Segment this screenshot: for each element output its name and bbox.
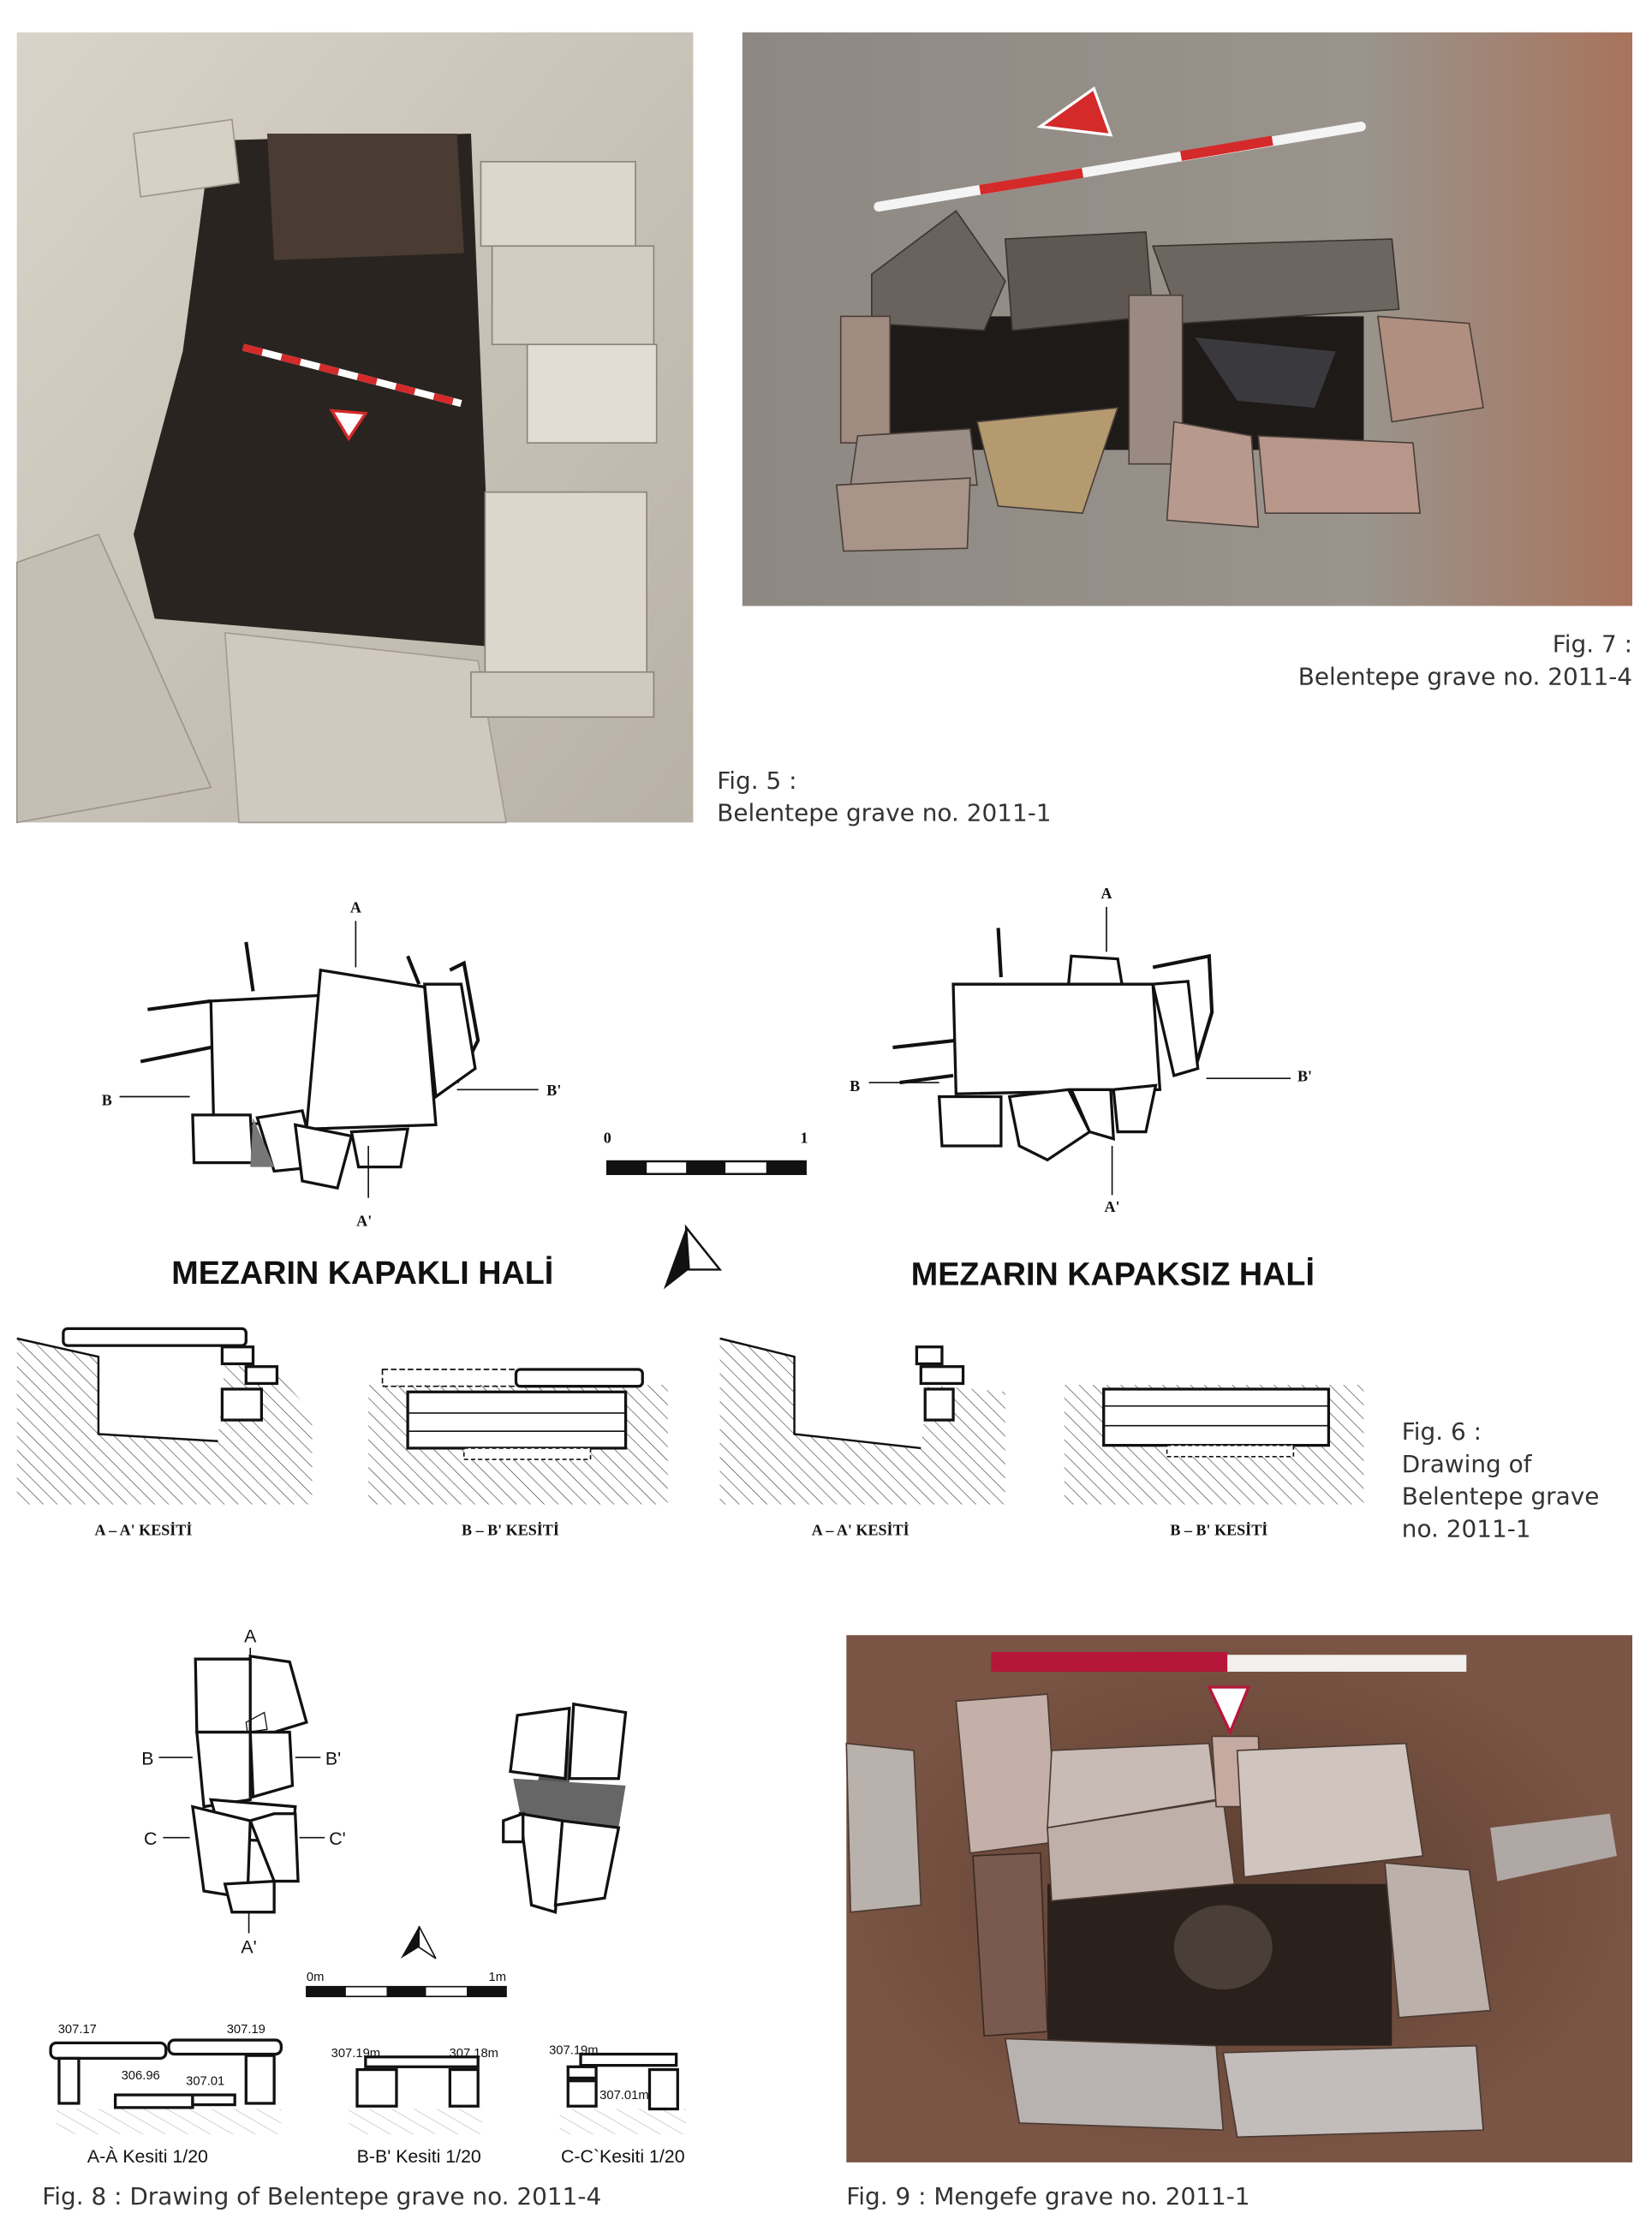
elevation-label: 307.19 [227, 2023, 265, 2037]
elevation-label: 307.01m [599, 2089, 648, 2103]
caption-line: Fig. 6 : [1402, 1417, 1482, 1446]
scale-bar [874, 122, 1366, 212]
plan-label-a-prime: A' [241, 1936, 256, 1957]
plan-label-c-prime: C' [329, 1828, 345, 1849]
plan-label-b-prime: B' [1297, 1067, 1312, 1084]
fig7-caption-text: Belentepe grave no. 2011-4 [1298, 662, 1632, 690]
fig6-sections: A – A' KESİTİ B – B' KESİTİ A – A' KESİT… [16, 1327, 1364, 1539]
fig9-photo [845, 1635, 1633, 2162]
scale-bar [242, 343, 462, 408]
caption-line: Belentepe grave [1402, 1482, 1600, 1511]
fig7-photo [742, 32, 1633, 606]
north-arrow-marker [1207, 1685, 1251, 1736]
plan-label-a-prime: A' [1105, 1198, 1120, 1215]
plan-label-a: A [244, 1625, 257, 1646]
fig6-title-uncovered: MEZARIN KAPAKSIZ HALİ [911, 1256, 1315, 1291]
plan-label-b: B [102, 1091, 112, 1108]
fig9-caption: Fig. 9 : Mengefe grave no. 2011-1 [846, 2182, 1249, 2210]
caption-line: no. 2011-1 [1402, 1514, 1531, 1542]
north-arrow-icon [400, 1925, 437, 1959]
plan-label-a: A [350, 898, 361, 916]
fig6-title-covered: MEZARIN KAPAKLI HALİ [171, 1255, 553, 1291]
fig7-caption-label: Fig. 7 : [1553, 630, 1632, 659]
fig6-caption: Fig. 6 : Drawing of Belentepe grave no. … [1402, 1417, 1600, 1542]
section-label: A – A' KESİTİ [812, 1522, 909, 1539]
section-label: B-B' Kesiti 1/20 [357, 2146, 481, 2167]
plan-label-b: B [141, 1748, 153, 1769]
elevation-label: 307.01 [186, 2075, 224, 2089]
fig6-plan-uncovered: A B B' A' [850, 885, 1312, 1215]
fig8-plan-covered [502, 1702, 628, 1914]
plan-label-b-prime: B' [546, 1082, 561, 1099]
elevation-label: 307.18m [450, 2047, 498, 2061]
scale-end: 1m [489, 1971, 507, 1984]
plan-label-c: C [144, 1828, 157, 1849]
scale-start: 0m [307, 1971, 325, 1984]
elevation-label: 307.19m [549, 2043, 598, 2057]
fig8-caption: Fig. 8 : Drawing of Belentepe grave no. … [42, 2182, 601, 2210]
fig8-sections: 307.17 307.19 306.96 307.01 307.19m 307.… [49, 2023, 687, 2167]
elevation-label: 306.96 [122, 2069, 160, 2083]
section-label: A – A' KESİTİ [95, 1522, 193, 1539]
plan-label-b: B [850, 1077, 860, 1095]
north-arrow-marker [1036, 86, 1113, 137]
section-label: C-C`Kesiti 1/20 [561, 2146, 685, 2167]
fig8-scale-bar: 0m 1m [306, 1971, 507, 1998]
section-label: A-À Kesiti 1/20 [87, 2145, 208, 2167]
elevation-label: 307.17 [58, 2023, 97, 2037]
fig5-photo [15, 32, 694, 824]
section-label: B – B' KESİTİ [1170, 1522, 1267, 1539]
plan-label-b-prime: B' [325, 1748, 341, 1769]
north-arrow-icon [663, 1224, 723, 1290]
scale-end: 1 [801, 1130, 808, 1147]
scale-start: 0 [604, 1130, 611, 1147]
caption-line: Drawing of [1402, 1450, 1533, 1478]
section-label: B – B' KESİTİ [462, 1522, 559, 1539]
fig8-plan: A B B' C C' A' [141, 1625, 345, 1957]
elevation-label: 307.19m [331, 2047, 380, 2061]
plan-label-a: A [1100, 885, 1112, 902]
fig6-plan-covered: A B B' A' [102, 898, 562, 1229]
scale-bar [991, 1651, 1467, 1672]
plan-label-a-prime: A' [356, 1213, 372, 1230]
north-arrow-marker [329, 409, 368, 442]
fig5-caption-text: Belentepe grave no. 2011-1 [717, 799, 1051, 827]
fig6-scale-bar: 0 1 [604, 1130, 808, 1176]
fig5-caption-label: Fig. 5 : [717, 766, 796, 795]
